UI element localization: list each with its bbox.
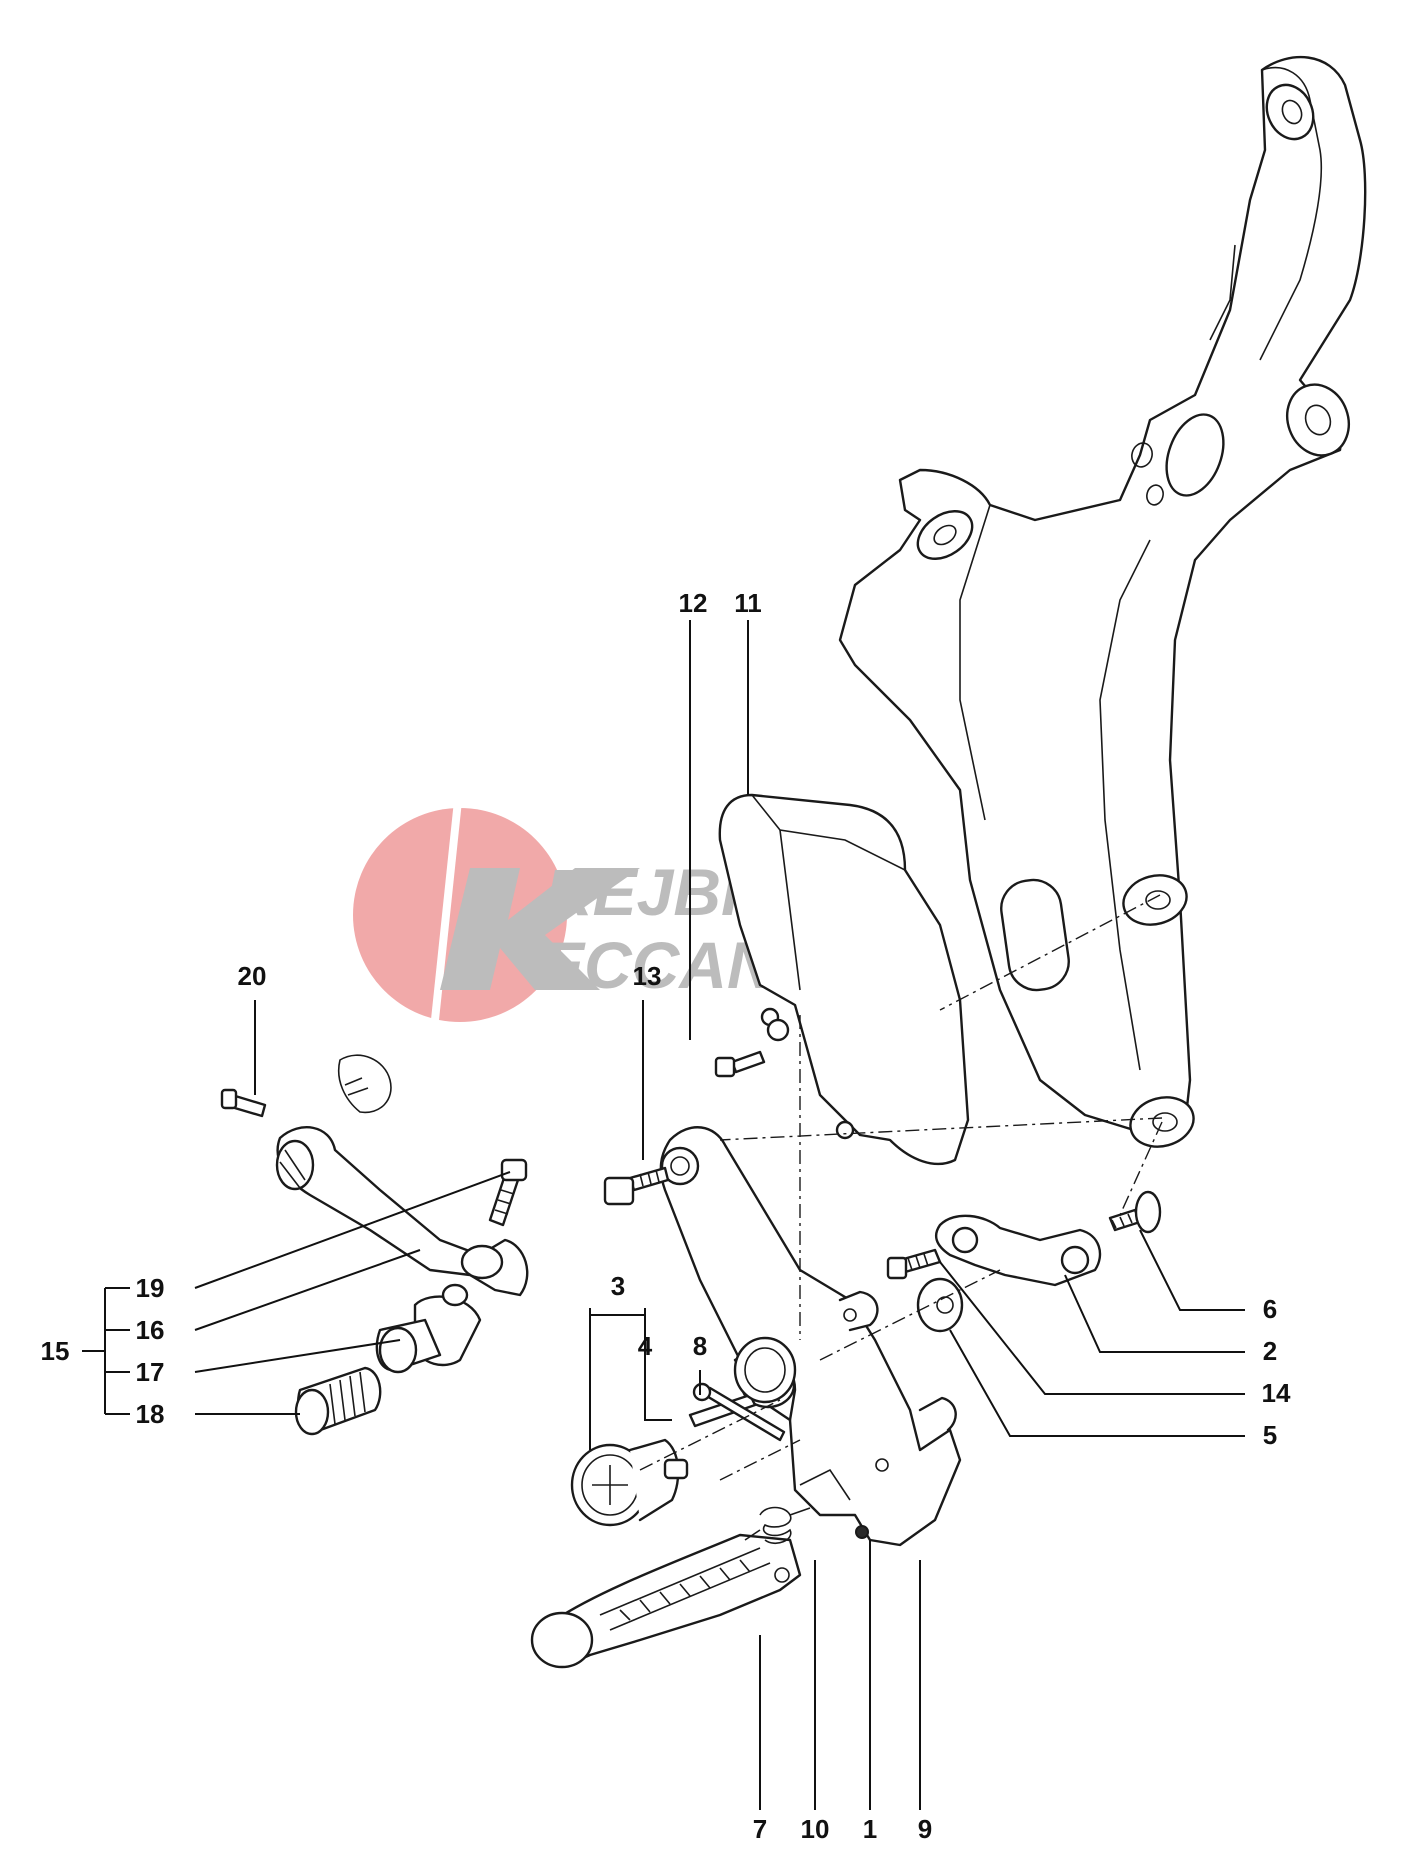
callout-7: 7 (753, 1814, 767, 1844)
callout-16: 16 (136, 1315, 165, 1345)
assembly-axis-lines (639, 894, 1163, 1481)
bolt-13 (603, 1166, 670, 1206)
callout-5: 5 (1263, 1420, 1277, 1450)
callout-13: 13 (633, 961, 662, 991)
leader-lines (82, 620, 1245, 1810)
logo-k-letter (440, 868, 640, 990)
logo-circle-split (430, 800, 462, 1030)
callout-20: 20 (238, 961, 267, 991)
pivot-bushing (570, 1336, 797, 1527)
callout-19: 19 (136, 1273, 165, 1303)
gear-lever-assembly (220, 1054, 529, 1436)
callout-12: 12 (679, 588, 708, 618)
footpeg (530, 1533, 802, 1669)
callout-4: 4 (638, 1331, 653, 1361)
callout-15: 15 (41, 1336, 70, 1366)
heel-guard (718, 793, 970, 1166)
callout-11: 11 (734, 588, 762, 618)
bolt-12 (714, 1018, 790, 1078)
callout-3: 3 (611, 1271, 625, 1301)
callout-8: 8 (693, 1331, 707, 1361)
callout-labels: 12 11 20 13 3 4 8 6 2 14 5 19 16 15 17 1… (41, 588, 1291, 1844)
callout-17: 17 (136, 1357, 165, 1387)
callout-1: 1 (863, 1814, 877, 1844)
callout-10: 10 (801, 1814, 830, 1844)
callout-9: 9 (918, 1814, 932, 1844)
callout-18: 18 (136, 1399, 165, 1429)
link-rod-assembly (886, 1190, 1162, 1333)
callout-14: 14 (1262, 1378, 1291, 1408)
callout-2: 2 (1263, 1336, 1277, 1366)
return-spring (744, 1506, 811, 1545)
callout-6: 6 (1263, 1294, 1277, 1324)
frame-bracket (838, 56, 1367, 1148)
